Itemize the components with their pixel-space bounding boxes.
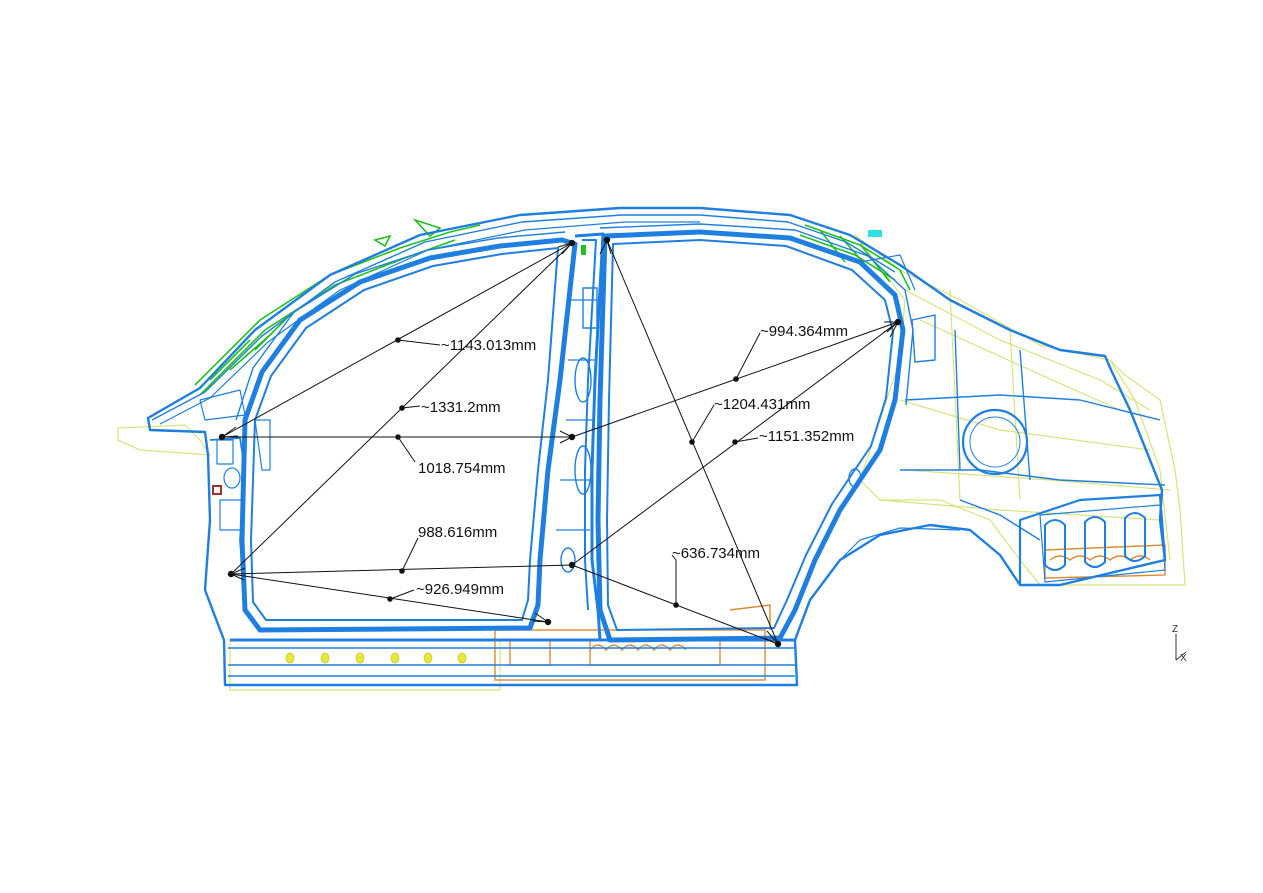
axis-x-label: X [1180, 653, 1187, 664]
measurement-label: ~1143.013mm [441, 337, 536, 354]
body-side-outline [146, 206, 1167, 687]
measurement-label: ~926.949mm [416, 581, 504, 598]
measurement-labels: ~1143.013mm ~1331.2mm 1018.754mm 988.616… [416, 323, 854, 598]
drawing-canvas [110, 205, 1190, 695]
cyan-clip-marker [868, 230, 882, 237]
measurement-label: ~1151.352mm [759, 428, 854, 445]
measurement-label: ~1331.2mm [421, 399, 501, 416]
axis-z-label: Z [1172, 624, 1178, 635]
dimension-arrowheads [220, 238, 900, 645]
leader-lines [389, 332, 761, 605]
sill-weld-dots [285, 652, 467, 664]
measurement-label: 988.616mm [418, 524, 497, 541]
measurement-label: ~994.364mm [760, 323, 848, 340]
measurement-label: 1018.754mm [418, 460, 506, 477]
measurement-label: ~636.734mm [672, 545, 760, 562]
hinge-marker [212, 485, 222, 495]
axis-triad [1175, 634, 1187, 661]
measurement-label: ~1204.431mm [714, 396, 810, 413]
green-clip-marker [581, 245, 586, 255]
